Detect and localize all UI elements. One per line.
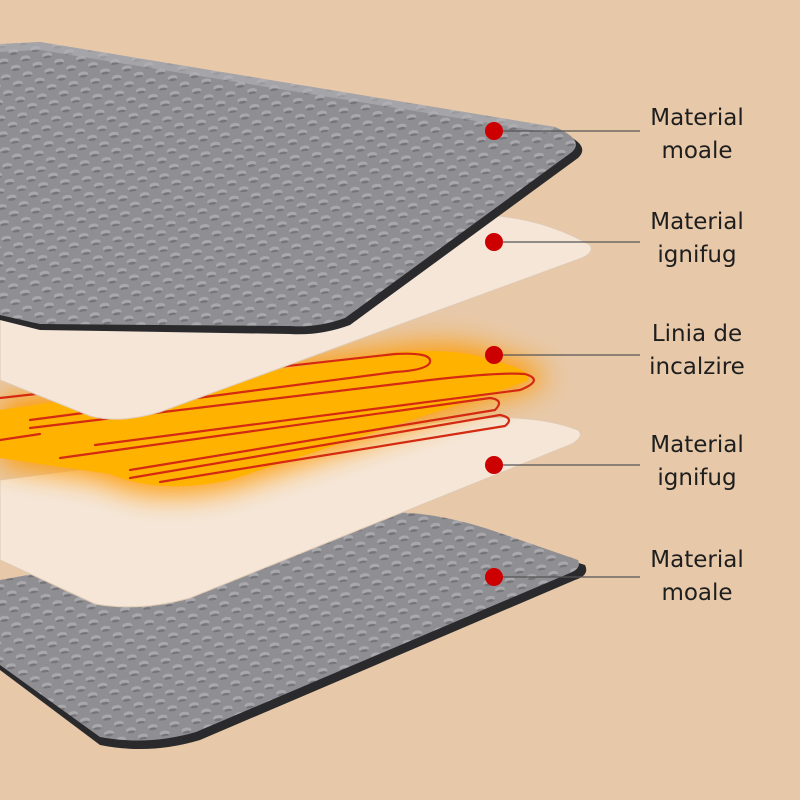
- layer-label-top-soft: Material moale: [622, 102, 772, 168]
- label-line: Material: [650, 432, 744, 458]
- marker-dot: [485, 568, 503, 586]
- layer-markers: [485, 122, 503, 586]
- label-line: incalzire: [649, 354, 745, 380]
- marker-dot: [485, 346, 503, 364]
- marker-dot: [485, 233, 503, 251]
- heating-layer: [0, 343, 545, 495]
- label-line: moale: [661, 138, 733, 164]
- label-line: moale: [661, 580, 733, 606]
- marker-dot: [485, 456, 503, 474]
- label-line: ignifug: [657, 242, 737, 268]
- marker-dot: [485, 122, 503, 140]
- label-line: Material: [650, 105, 744, 131]
- label-line: Material: [650, 209, 744, 235]
- layer-label-upper-insulation: Material ignifug: [622, 206, 772, 272]
- top-soft-layer: [0, 42, 583, 335]
- label-line: Material: [650, 547, 744, 573]
- layer-label-bottom-soft: Material moale: [622, 544, 772, 610]
- layer-label-lower-insulation: Material ignifug: [622, 429, 772, 495]
- label-line: Linia de: [651, 321, 743, 347]
- layer-label-heating: Linia de incalzire: [622, 318, 772, 384]
- label-line: ignifug: [657, 465, 737, 491]
- leader-lines: [494, 130, 640, 578]
